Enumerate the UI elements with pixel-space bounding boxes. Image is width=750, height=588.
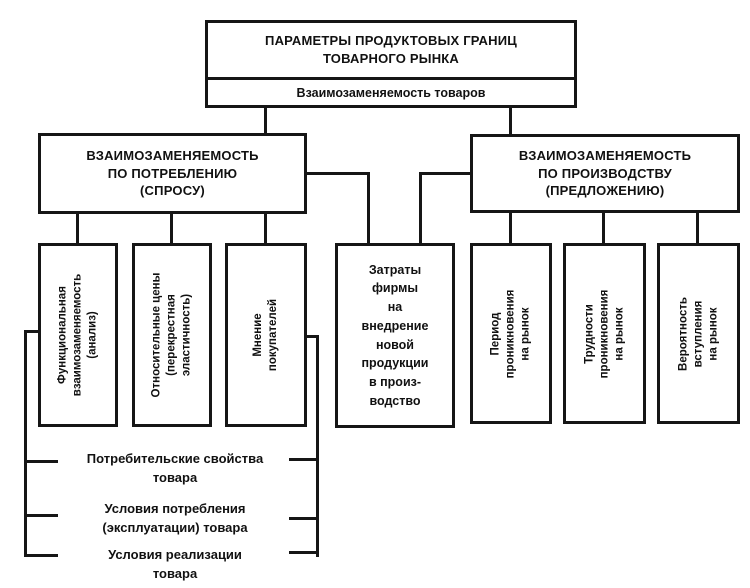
list-item-sale-conditions: Условия реализации товара — [108, 547, 242, 581]
list-item-consumer-properties: Потребительские свойства товара — [86, 451, 264, 485]
demand-factor-functional-box: Функциональная взаимозаменяемость (анали… — [38, 243, 118, 427]
connector-right-rail — [316, 335, 319, 557]
connector-demand-to-cost-horizontal — [305, 172, 370, 175]
demand-factor-buyer-opinion-label: Мнение покупателей — [252, 298, 279, 372]
supply-factor-penetration-period-label: Период проникновения на рынок — [489, 289, 532, 378]
list-item-consumption-conditions: Условия потребления (эксплуатации) товар… — [102, 501, 248, 535]
connector-item2-right-dash — [289, 517, 319, 520]
connector-left-rail-stub — [24, 330, 41, 333]
supply-factor-penetration-difficulty-label: Трудности проникновения на рынок — [583, 289, 625, 378]
connector-item3-right-dash — [289, 551, 319, 554]
cost-factor-box: Затраты фирмы на внедрение новой продукц… — [335, 243, 455, 428]
connector-right-rail-stub — [305, 335, 319, 338]
connector-demand-to-functional — [76, 212, 79, 245]
supply-factor-penetration-difficulty-box: Трудности проникновения на рынок — [563, 243, 646, 424]
connector-demand-to-relative-prices — [170, 212, 173, 245]
connector-item2-left-dash — [26, 514, 58, 517]
connector-demand-to-buyer-opinion — [264, 212, 267, 245]
demand-factor-relative-prices-box: Относительные цены (перекрестная эластич… — [132, 243, 212, 427]
branch-demand-box: ВЗАИМОЗАМЕНЯЕМОСТЬ ПО ПОТРЕБЛЕНИЮ (СПРОС… — [38, 133, 307, 214]
connector-root-to-demand — [264, 106, 267, 135]
supply-factor-penetration-period-box: Период проникновения на рынок — [470, 243, 552, 424]
root-box: ПАРАМЕТРЫ ПРОДУКТОВЫХ ГРАНИЦ ТОВАРНОГО Р… — [205, 20, 577, 108]
connector-supply-to-entry-probability — [696, 211, 699, 245]
demand-factor-relative-prices-label: Относительные цены (перекрестная эластич… — [150, 272, 193, 398]
connector-root-to-supply — [509, 106, 512, 136]
branch-supply-box: ВЗАИМОЗАМЕНЯЕМОСТЬ ПО ПРОИЗВОДСТВУ (ПРЕД… — [470, 134, 740, 213]
connector-item1-left-dash — [26, 460, 58, 463]
root-subtitle: Взаимозаменяемость товаров — [208, 77, 574, 105]
connector-demand-to-cost-vertical — [367, 172, 370, 245]
connector-supply-to-cost-vertical — [419, 172, 422, 245]
connector-supply-to-penetration-difficulty — [602, 211, 605, 245]
root-title: ПАРАМЕТРЫ ПРОДУКТОВЫХ ГРАНИЦ ТОВАРНОГО Р… — [265, 33, 517, 66]
connector-item3-left-dash — [26, 554, 58, 557]
connector-supply-to-penetration-period — [509, 211, 512, 245]
demand-factor-buyer-opinion-box: Мнение покупателей — [225, 243, 307, 427]
supply-factor-entry-probability-label: Вероятность вступления на рынок — [677, 296, 719, 371]
connector-supply-to-cost-horizontal — [419, 172, 472, 175]
connector-item1-right-dash — [289, 458, 319, 461]
supply-factor-entry-probability-box: Вероятность вступления на рынок — [657, 243, 740, 424]
connector-left-rail — [24, 330, 27, 557]
demand-factor-functional-label: Функциональная взаимозаменяемость (анали… — [56, 273, 99, 397]
